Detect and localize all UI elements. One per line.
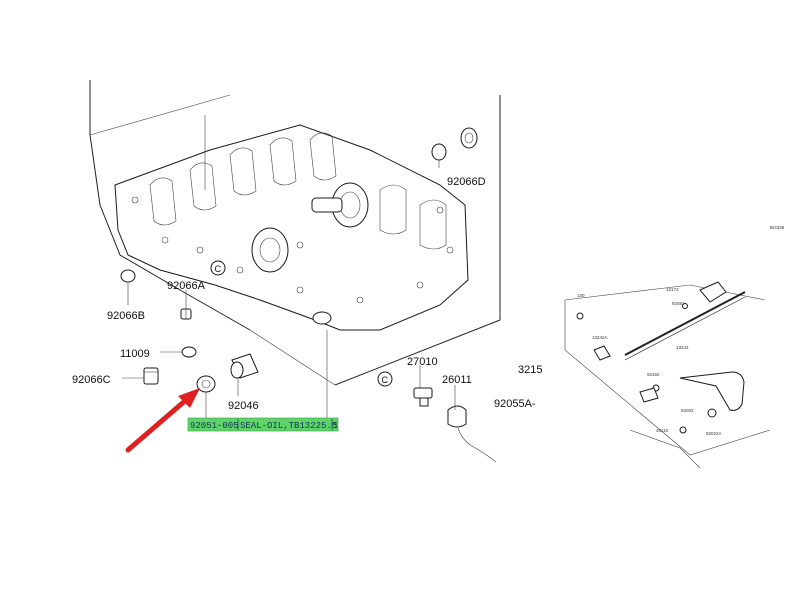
crankcase-body xyxy=(114,124,469,331)
callout-27010[interactable]: 27010 xyxy=(407,356,438,368)
inset-label-13172: 13172 xyxy=(666,287,679,292)
part-11009-graphic xyxy=(181,346,197,358)
inset-label-13242: 13242 xyxy=(676,345,689,350)
callout-3215[interactable]: 3215 xyxy=(518,364,542,376)
callout-11009[interactable]: 11009 xyxy=(120,348,150,360)
highlight-arrow xyxy=(125,388,200,453)
callout-92066D[interactable]: 92066D xyxy=(447,176,486,188)
callout-92066B[interactable]: 92066B xyxy=(107,310,145,322)
inset-label-130: 130 xyxy=(577,293,585,298)
part-92066C-graphic xyxy=(143,367,159,385)
part-26011-graphic xyxy=(447,405,497,463)
inset-label-92081: 92081 xyxy=(672,301,685,306)
leader-lines xyxy=(122,115,456,420)
marker-c-2: C xyxy=(377,371,393,387)
part-92066D-graphic xyxy=(431,127,478,161)
callout-92055A[interactable]: 92055A- xyxy=(494,398,536,410)
inset-label-39110: 39110 xyxy=(656,428,669,433)
inset-corner-code: B/4336 xyxy=(770,225,785,230)
inset-label-13242A: 13242A xyxy=(592,335,608,340)
inset-label-92150: 92150 xyxy=(647,372,660,377)
tooltip-description: SEAL-OIL,TB13225.5 xyxy=(240,421,337,431)
callout-92066A[interactable]: 92066A xyxy=(167,280,206,292)
callout-92046[interactable]: 92046 xyxy=(228,400,259,412)
callout-92066C[interactable]: 92066C xyxy=(72,374,111,386)
inset-label-92022A: 92022A xyxy=(706,431,722,436)
marker-c-1-text: C xyxy=(215,264,222,274)
part-oil-seal-graphic xyxy=(196,375,216,393)
part-27010-graphic xyxy=(413,387,433,407)
inset-label-92002: 92002 xyxy=(681,408,694,413)
marker-c-1: C xyxy=(210,260,226,276)
callout-26011[interactable]: 26011 xyxy=(442,374,472,386)
part-92066B-graphic xyxy=(120,269,136,283)
part-92046-graphic xyxy=(230,353,259,379)
marker-c-2-text: C xyxy=(382,375,389,385)
tooltip-suffix: 1 xyxy=(333,421,338,431)
part-tooltip[interactable]: 92051-005 SEAL-OIL,TB13225.5 1 xyxy=(187,417,338,432)
inset-shift-mechanism: B/4336 130 13172 13242A 92081 13242 9215… xyxy=(564,225,785,469)
crankcase-outline xyxy=(89,80,501,386)
tooltip-part-number: 92051-005 xyxy=(190,421,239,431)
